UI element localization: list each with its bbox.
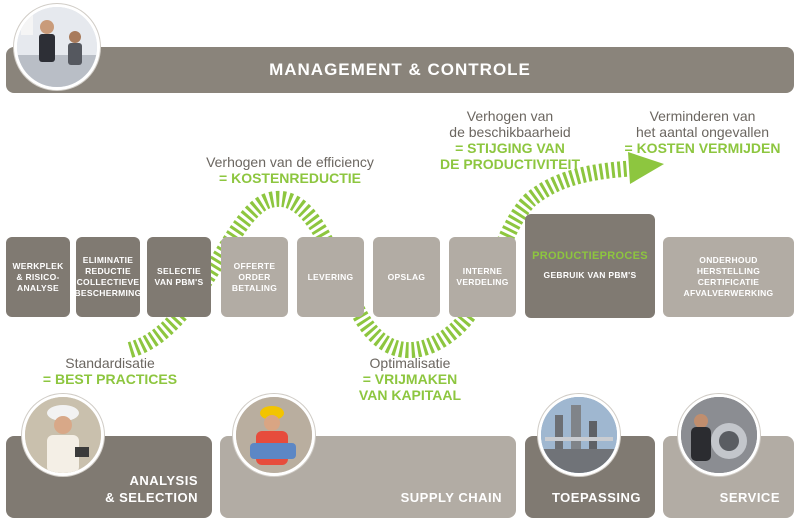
annotation-result: = VRIJMAKEN <box>362 371 458 387</box>
step-werkplek: WERKPLEK & RISICO- ANALYSE <box>6 237 70 317</box>
annotation-result: = KOSTEN VERMIJDEN <box>624 140 781 156</box>
step-text: SELECTIE <box>157 266 201 276</box>
step-text: BESCHERMING <box>74 288 142 298</box>
step-text: ELIMINATIE <box>82 255 134 265</box>
step-levering: LEVERING <box>297 237 364 317</box>
annotation-optimalisatie: Optimalisatie = VRIJMAKEN VAN KAPITAAL <box>330 355 490 403</box>
step-text: COLLECTIEVE <box>76 277 140 287</box>
supply-photo <box>233 394 315 476</box>
annotation-text: Optimalisatie <box>369 355 451 371</box>
step-text: REDUCTIE <box>85 266 131 276</box>
phase-text: ANALYSIS <box>129 473 198 488</box>
step-text: ONDERHOUD <box>699 255 758 265</box>
phase-text: & SELECTION <box>105 490 198 505</box>
annotation-text: Standardisatie <box>65 355 155 371</box>
step-text: HERSTELLING <box>696 266 761 276</box>
annotation-ongevallen: Verminderen van het aantal ongevallen = … <box>610 108 795 156</box>
step-text: OFFERTE <box>233 260 276 271</box>
industry-photo <box>538 394 620 476</box>
step-offerte: OFFERTE ORDER BETALING <box>221 237 288 317</box>
annotation-result: = BEST PRACTICES <box>42 371 178 387</box>
management-bar: MANAGEMENT & CONTROLE <box>6 47 794 93</box>
annotation-result: = STIJGING VAN <box>455 140 565 156</box>
step-text: OPSLAG <box>387 271 426 282</box>
worker-photo <box>22 394 104 476</box>
service-photo <box>678 394 760 476</box>
annotation-text: het aantal ongevallen <box>635 124 770 140</box>
step-text: CERTIFICATIE <box>697 277 760 287</box>
phase-text: SUPPLY CHAIN <box>400 490 502 505</box>
step-eliminatie: ELIMINATIE REDUCTIE COLLECTIEVE BESCHERM… <box>74 237 142 317</box>
annotation-result: VAN KAPITAAL <box>358 387 462 403</box>
step-text: VAN PBM'S <box>154 277 204 287</box>
annotation-text: de beschikbaarheid <box>449 124 571 140</box>
annotation-efficiency: Verhogen van de efficiency = KOSTENREDUC… <box>175 154 405 186</box>
wave-path <box>127 160 641 358</box>
meeting-photo <box>14 4 100 90</box>
step-text: INTERNE <box>462 266 503 276</box>
management-title: MANAGEMENT & CONTROLE <box>269 60 531 79</box>
step-text: BETALING <box>231 282 278 293</box>
annotation-beschikbaarheid: Verhogen van de beschikbaarheid = STIJGI… <box>420 108 600 172</box>
wave-arrowhead <box>628 152 664 184</box>
phase-text: SERVICE <box>719 490 780 505</box>
annotation-text: Verhogen van de efficiency <box>206 154 374 170</box>
step-text: WERKPLEK <box>12 260 64 271</box>
step-text: GEBRUIK VAN PBM'S <box>543 270 637 280</box>
annotation-standardisatie: Standardisatie = BEST PRACTICES <box>20 355 200 387</box>
annotation-result: = KOSTENREDUCTIE <box>219 170 361 186</box>
annotation-result: DE PRODUCTIVITEIT <box>439 156 580 172</box>
annotation-text: Verhogen van <box>466 108 554 124</box>
step-text: VERDELING <box>456 277 509 287</box>
phase-text: TOEPASSING <box>551 490 641 505</box>
step-interne-verdeling: INTERNE VERDELING <box>449 237 516 317</box>
step-text: ORDER <box>238 271 271 282</box>
step-text: AFVALVERWERKING <box>683 288 774 298</box>
step-text: ANALYSE <box>17 282 59 293</box>
step-onderhoud: ONDERHOUD HERSTELLING CERTIFICATIE AFVAL… <box>663 237 794 317</box>
step-selectie: SELECTIE VAN PBM'S <box>147 237 211 317</box>
phase-label: ANALYSIS & SELECTION <box>105 472 198 506</box>
step-title: PRODUCTIEPROCES <box>532 250 648 262</box>
step-productieproces: PRODUCTIEPROCES GEBRUIK VAN PBM'S <box>525 214 655 318</box>
step-text: & RISICO- <box>16 271 60 282</box>
annotation-text: Verminderen van <box>649 108 756 124</box>
step-text: LEVERING <box>307 271 354 282</box>
step-opslag: OPSLAG <box>373 237 440 317</box>
